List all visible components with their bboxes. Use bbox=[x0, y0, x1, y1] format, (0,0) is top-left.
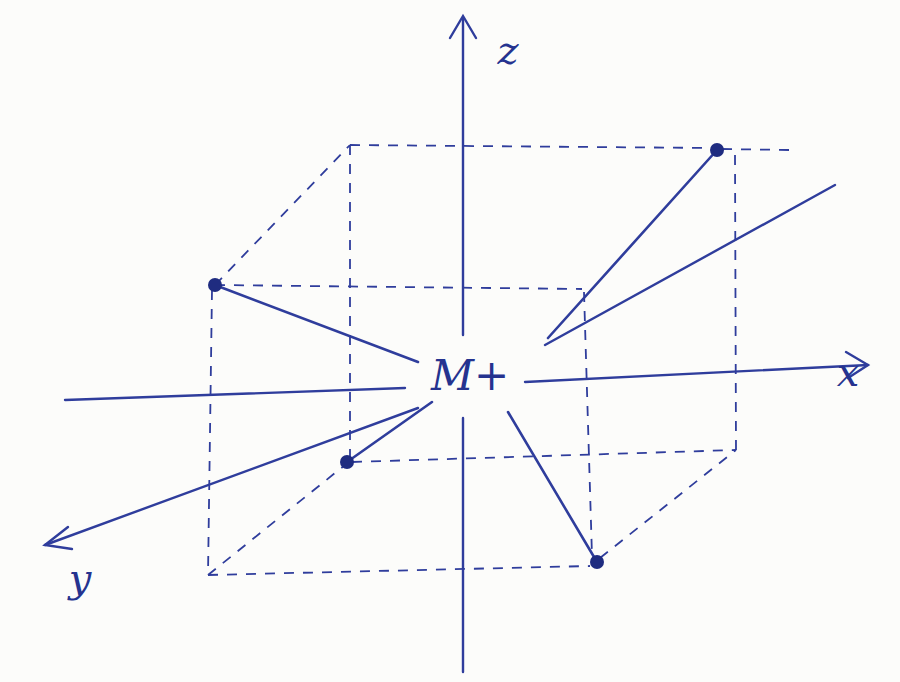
y-axis bbox=[545, 185, 835, 345]
z-axis bbox=[462, 418, 464, 672]
axes bbox=[45, 16, 868, 672]
axis-label: x bbox=[833, 350, 864, 394]
metal-ion-label: M+ bbox=[427, 353, 513, 399]
axis-label: z bbox=[493, 28, 522, 72]
arrowhead bbox=[450, 16, 476, 38]
ligand-dots bbox=[208, 143, 724, 569]
cube-edges bbox=[208, 145, 790, 575]
y-axis bbox=[45, 408, 418, 545]
arrowhead bbox=[45, 527, 72, 549]
metal-ligand-bonds bbox=[215, 150, 717, 562]
x-axis bbox=[65, 388, 405, 400]
axis-label: y bbox=[65, 556, 96, 600]
x-axis bbox=[525, 365, 868, 382]
